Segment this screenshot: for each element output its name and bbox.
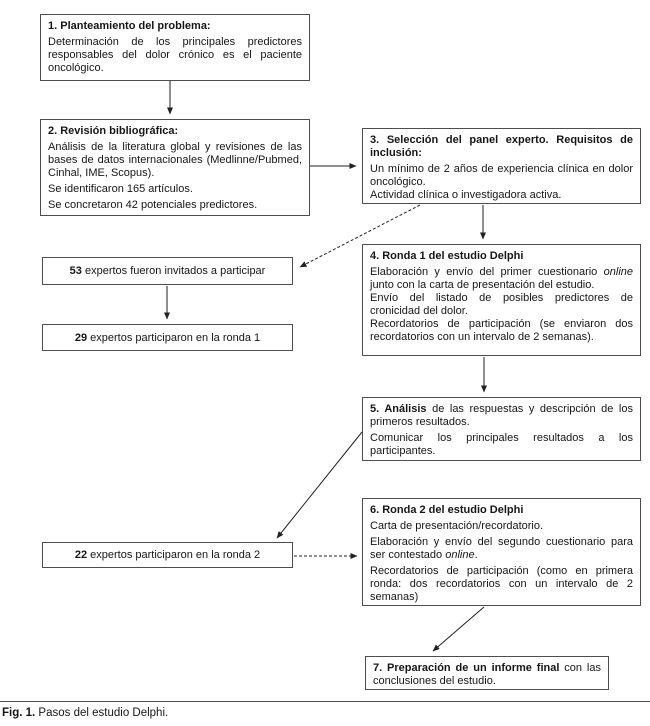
figure-caption: Fig. 1. Pasos del estudio Delphi.	[2, 707, 168, 719]
flow-box-experts-round1: 29 expertos participaron en la ronda 1	[42, 324, 293, 351]
flow-box-step3: 3. Selección del panel experto. Requisit…	[362, 128, 641, 204]
flow-box-step7: 7. Preparación de un informe final con l…	[365, 656, 609, 690]
figure-caption-text: Pasos del estudio Delphi.	[35, 707, 169, 719]
step7-title: 7. Preparación de un informe final con l…	[373, 662, 601, 687]
step6-body3: Recordatorios de participación (como en …	[370, 565, 633, 603]
experts-round1-label: 29 expertos participaron en la ronda 1	[74, 331, 261, 344]
flow-box-step5: 5. Análisis de las respuestas y descripc…	[362, 397, 641, 461]
step4-title: 4. Ronda 1 del estudio Delphi	[370, 250, 524, 262]
flow-box-step2: 2. Revisión bibliográfica: Análisis de l…	[40, 119, 310, 216]
experts-invited-label: 53 expertos fueron invitados a participa…	[69, 265, 266, 277]
step4-body1: Elaboración y envío del primer cuestiona…	[370, 266, 633, 291]
step1-title: 1. Planteamiento del problema:	[48, 20, 211, 32]
online-italic: online	[445, 549, 475, 561]
step2-body2: Se identificaron 165 artículos.	[48, 183, 193, 195]
step2-body3: Se concretaron 42 potenciales predictore…	[48, 199, 258, 211]
step4-body3: Recordatorios de participación (se envia…	[370, 318, 633, 343]
step4-body2: Envío del listado de posibles predictore…	[370, 292, 633, 317]
online-italic: online	[603, 266, 633, 278]
step6-body1: Carta de presentación/recordatorio.	[370, 520, 544, 532]
experts-round2-label: 22 expertos participaron en la ronda 2	[74, 549, 261, 561]
step3-body2: Actividad clínica o investigadora activa…	[370, 189, 562, 201]
caption-divider	[0, 701, 650, 702]
figure-caption-label: Fig. 1.	[2, 707, 36, 719]
step6-body2: Elaboración y envío del segundo cuestion…	[370, 536, 633, 561]
step6-title: 6. Ronda 2 del estudio Delphi	[370, 504, 524, 516]
step5-body1: Comunicar los principales resultados a l…	[370, 432, 633, 457]
step2-title: 2. Revisión bibliográfica:	[48, 125, 179, 137]
step1-body: Determinación de los principales predict…	[48, 36, 302, 74]
flow-box-step4: 4. Ronda 1 del estudio Delphi Elaboració…	[362, 244, 641, 356]
flow-box-step6: 6. Ronda 2 del estudio Delphi Carta de p…	[362, 498, 641, 606]
arrow-step5-to-round2	[276, 431, 363, 539]
step2-body1: Análisis de la literatura global y revis…	[48, 141, 302, 179]
flow-box-step1: 1. Planteamiento del problema: Determina…	[40, 14, 310, 81]
step5-title: 5. Análisis de las respuestas y descripc…	[370, 403, 633, 428]
step3-title: 3. Selección del panel experto. Requisit…	[370, 134, 633, 159]
step3-body1: Un mínimo de 2 años de experiencia clíni…	[370, 163, 633, 188]
arrow-step6-to-step7	[432, 606, 485, 652]
flow-box-experts-invited: 53 expertos fueron invitados a participa…	[42, 257, 293, 285]
flow-box-experts-round2: 22 expertos participaron en la ronda 2	[42, 542, 293, 568]
